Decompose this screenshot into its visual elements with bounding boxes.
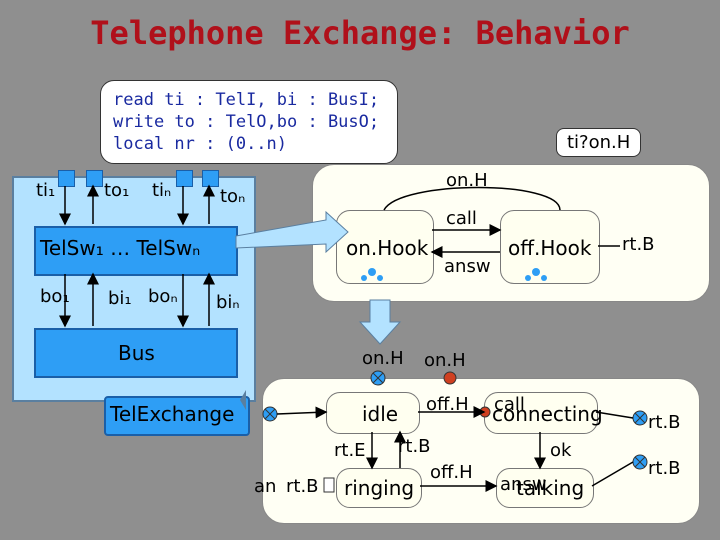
state-idle[interactable] [326, 392, 420, 434]
refine-arrow-down-icon [358, 299, 402, 345]
declaration-bubble: read ti : TelI, bi : BusI; write to : Te… [100, 80, 398, 164]
state-offhook-label: off.Hook [508, 236, 592, 260]
transition-right-1 [595, 411, 634, 419]
bubble-line-3: local nr : (0..n) [113, 133, 385, 155]
label-bo1: bo₁ [40, 286, 70, 307]
kw-read: read [113, 90, 165, 110]
label-bon: boₙ [148, 286, 178, 307]
bubble-line-3-text: nr : (0..n) [164, 134, 288, 154]
state-ringing[interactable] [336, 468, 422, 508]
bus-block[interactable] [34, 328, 238, 378]
bubble-line-2: write to : TelO,bo : BusO; [113, 111, 385, 133]
state-connecting-label: connecting [492, 402, 603, 426]
left-port-icon [262, 406, 278, 422]
lower-an: an [254, 476, 277, 497]
entry-port-icon [370, 370, 386, 386]
upper-call-label: call [446, 208, 477, 229]
state-idle-label: idle [362, 402, 399, 426]
lower-ok: ok [550, 440, 572, 461]
call-overlap-label: call [494, 394, 525, 415]
label-bi1: bi₁ [108, 288, 132, 309]
label-bin: biₙ [216, 292, 240, 313]
callout-tion: ti?on.H [556, 128, 642, 157]
bus-label: Bus [118, 341, 155, 365]
transition-right-2 [591, 461, 634, 487]
label-ti1: ti₁ [36, 180, 56, 201]
state-connecting[interactable] [484, 392, 598, 434]
offhook-icon [525, 268, 547, 281]
callout-tion-text: ti?on.H [567, 132, 631, 153]
state-onhook-label: on.Hook [346, 236, 429, 260]
telsw-block[interactable] [34, 226, 238, 276]
upper-rtb-label: rt.B [622, 234, 655, 255]
telexchange-block[interactable] [104, 396, 250, 436]
lower-onh-right: on.H [424, 350, 466, 371]
history-icon [323, 477, 335, 493]
state-talking[interactable] [496, 468, 594, 508]
lower-rtb-mid: rt.B [398, 436, 431, 457]
bubble-line-1-text: ti : TelI, bi : BusI; [164, 90, 380, 110]
lower-rtb-left: rt.B [286, 476, 319, 497]
lower-offh-top: off.H [426, 394, 469, 415]
kw-write: write [113, 112, 165, 132]
state-offhook[interactable] [500, 210, 600, 284]
port-tin[interactable] [176, 170, 193, 187]
upper-answ-label: answ [444, 256, 491, 277]
label-ton: toₙ [220, 186, 246, 207]
label-tin: tiₙ [152, 180, 172, 201]
label-to1: to₁ [104, 180, 130, 201]
right-port-2-icon [632, 454, 648, 470]
lower-rtb-right2: rt.B [648, 458, 681, 479]
lower-rte: rt.E [334, 440, 366, 461]
lower-offh-bottom: off.H [430, 462, 473, 483]
port-ti1[interactable] [58, 170, 75, 187]
kw-local: local [113, 134, 165, 154]
transition-init [276, 406, 328, 419]
onhook-icon [361, 268, 383, 281]
refine-arrow-left-icon [240, 390, 246, 410]
lower-rtb-right1: rt.B [648, 412, 681, 433]
right-port-1-icon [632, 410, 648, 426]
lower-onh-left: on.H [362, 348, 404, 369]
state-onhook[interactable] [336, 210, 434, 284]
bubble-line-1: read ti : TelI, bi : BusI; [113, 89, 385, 111]
page-title: Telephone Exchange: Behavior [90, 14, 630, 52]
bubble-line-2-text: to : TelO,bo : BusO; [164, 112, 380, 132]
transition-onh [383, 186, 561, 211]
telexchange-label: TelExchange [110, 402, 235, 426]
exit-port-icon [443, 371, 457, 385]
state-ringing-label: ringing [344, 476, 415, 500]
telsw-label: TelSw₁ … TelSwₙ [40, 236, 201, 260]
answ-overlap-label: answ [500, 474, 547, 495]
state-talking-label: talking [516, 476, 585, 500]
upper-onh-label: on.H [446, 170, 488, 191]
refine-arrow-right-icon [235, 210, 349, 254]
